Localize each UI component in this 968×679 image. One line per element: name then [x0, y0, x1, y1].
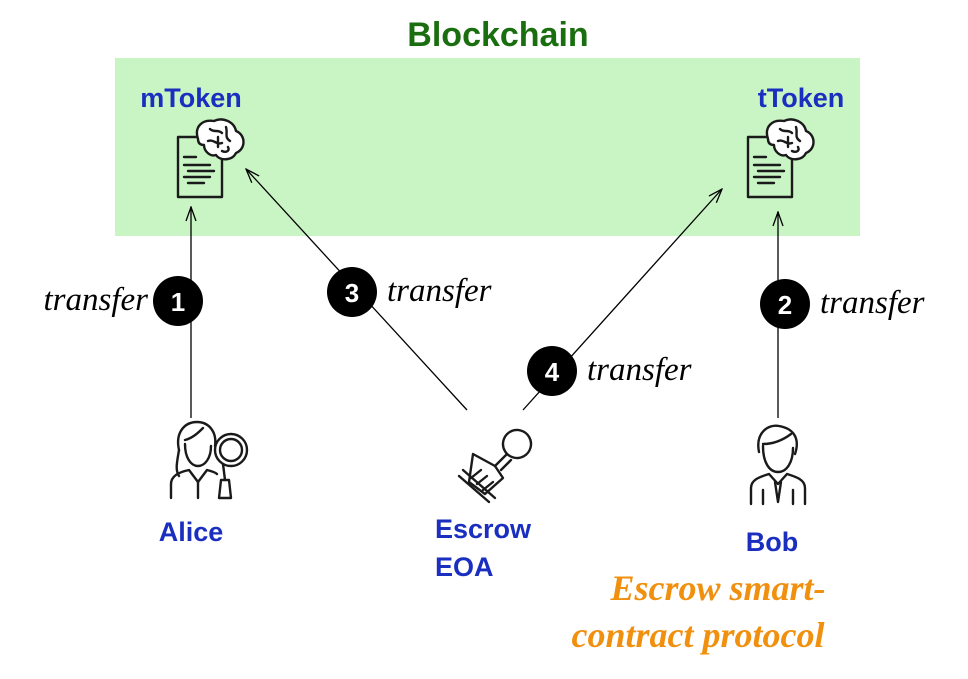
alice-label: Alice: [159, 517, 224, 547]
transfer-step-1: 1 transfer: [43, 276, 203, 326]
transfer-label-2: transfer: [820, 285, 925, 321]
step-number-1: 1: [171, 287, 185, 317]
step-badge-2: [760, 279, 810, 329]
transfer-step-4: 4 transfer: [527, 346, 692, 396]
step-number-4: 4: [545, 357, 560, 387]
caption-line1: Escrow smart-: [609, 568, 825, 608]
transfer-step-2: 2 transfer: [760, 279, 925, 329]
ttoken-label: tToken: [758, 83, 845, 113]
transfer-label-3: transfer: [387, 273, 492, 309]
escrow-label-line2: EOA: [435, 552, 494, 582]
diagram-title: Blockchain: [407, 16, 588, 54]
escrow-label-line1: Escrow: [435, 514, 532, 544]
step-badge-4: [527, 346, 577, 396]
step-badge-3: [327, 267, 377, 317]
bob-label: Bob: [746, 527, 798, 557]
mtoken-smart-contract-icon: [176, 118, 245, 199]
transfer-label-4: transfer: [587, 352, 692, 388]
mtoken-label: mToken: [140, 83, 242, 113]
transfer-step-3: 3 transfer: [327, 267, 492, 317]
step-number-2: 2: [778, 290, 792, 320]
person-magnifier-icon: [169, 420, 249, 500]
step-number-3: 3: [345, 278, 359, 308]
person-icon: [749, 424, 807, 506]
stamp-icon: [457, 428, 533, 504]
ttoken-smart-contract-icon: [746, 118, 815, 199]
caption-line2: contract protocol: [572, 615, 825, 655]
transfer-label-1: transfer: [43, 282, 148, 318]
step-badge-1: [153, 276, 203, 326]
